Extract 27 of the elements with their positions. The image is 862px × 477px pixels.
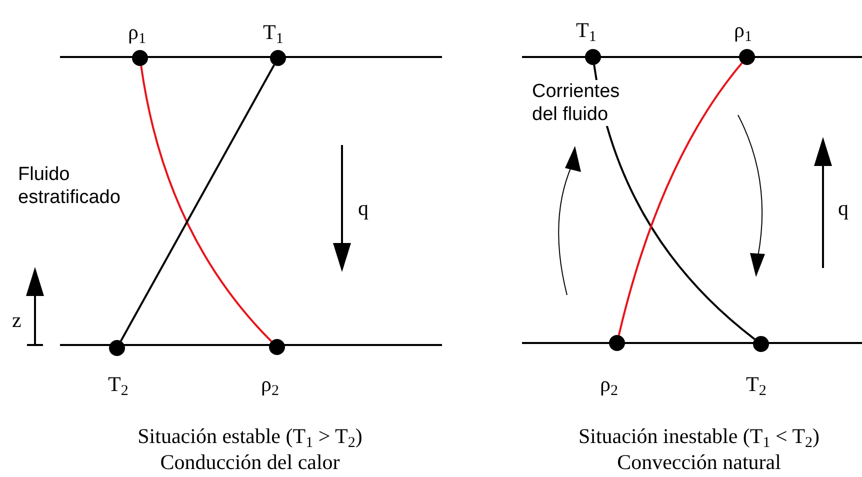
caption-text: Convección natural <box>617 450 781 474</box>
point-marker <box>132 50 148 66</box>
variable-label: ρ$_{2}$ <box>600 372 618 396</box>
point-marker <box>753 336 769 352</box>
variable-label: ρ$_{2}$ <box>261 372 279 396</box>
point-marker <box>609 335 625 351</box>
variable-label: T$_{2}$ <box>108 372 128 396</box>
point-marker <box>109 340 125 356</box>
variable-label: T$_{1}$ <box>576 18 596 42</box>
profile-curve <box>618 62 743 336</box>
variable-label: ρ$_{1}$ <box>128 20 146 44</box>
caption-text: Situación estable (T$_{1}$ > T$_{2}$) <box>138 424 362 448</box>
caption-text: Conducción del calor <box>160 450 340 474</box>
point-marker <box>739 49 755 65</box>
caption-text: Situación inestable (T$_{1}$ < T$_{2}$) <box>578 424 820 448</box>
variable-label: ρ$_{1}$ <box>734 18 752 42</box>
variable-label: T$_{1}$ <box>263 20 284 44</box>
profile-curve <box>140 66 272 342</box>
profile-curve <box>120 64 275 342</box>
flux-label: q <box>358 196 368 220</box>
variable-label: T$_{2}$ <box>746 372 766 396</box>
annotation-text: Fluido estratificado <box>18 163 122 209</box>
point-marker <box>269 339 285 355</box>
point-marker <box>270 50 286 66</box>
flux-label: q <box>838 196 848 220</box>
axis-label: z <box>12 308 22 332</box>
point-marker <box>585 49 601 65</box>
